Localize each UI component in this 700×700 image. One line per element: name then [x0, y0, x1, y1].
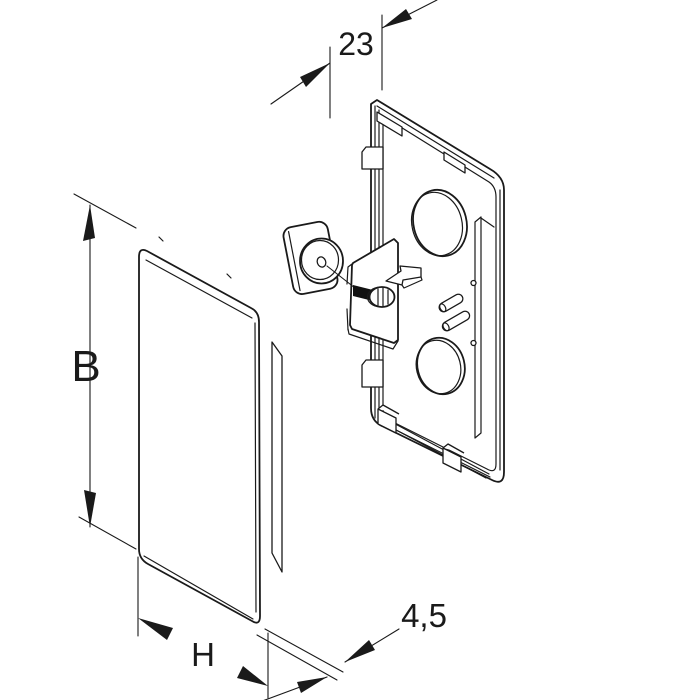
- cover-rear-flange: [271, 341, 283, 573]
- peg-lower: [441, 310, 471, 332]
- grommet: [282, 220, 344, 295]
- back-plate-outline: [370, 99, 505, 483]
- peg-upper: [438, 293, 464, 313]
- grommet-center-hole: [316, 256, 327, 268]
- side-clip-lower: [361, 359, 384, 388]
- arrowhead-icon: [345, 640, 375, 662]
- insertion-arrow-thickness: [401, 276, 423, 289]
- cover-right-rim: [254, 322, 257, 613]
- cover-bottom-rim: [143, 555, 254, 620]
- cover-edge-marks: [158, 236, 232, 279]
- side-clip-upper: [361, 146, 384, 170]
- bottom-clip-right: [442, 443, 465, 473]
- bracket-left-thickness: [346, 263, 353, 331]
- leader-line: [326, 265, 356, 289]
- arrowhead-icon: [83, 205, 95, 241]
- knockout-hole-lower: [415, 336, 466, 396]
- snap-tab-top-left: [376, 111, 403, 137]
- cover-plate: [138, 236, 283, 624]
- dim-label-depth: 23: [338, 26, 374, 62]
- rib-dot-upper: [470, 279, 477, 287]
- insertion-arrow-icon: [385, 265, 422, 286]
- bracket-bottom-thickness: [347, 328, 399, 350]
- arrowhead-icon: [297, 677, 327, 693]
- dimension-depth-23: 23: [270, 0, 438, 119]
- dimension-width-H: H: [137, 556, 269, 699]
- dim-label-thickness: 4,5: [401, 597, 447, 634]
- extension-line: [264, 628, 344, 673]
- arrowhead-icon: [84, 490, 96, 527]
- dimension-height-B: B: [71, 193, 137, 550]
- arrowhead-icon: [382, 9, 412, 28]
- cover-top-rim: [145, 259, 253, 319]
- back-plate-top-edge: [376, 105, 495, 179]
- bottom-rail: [377, 404, 490, 479]
- dimension-thickness-45: 4,5: [256, 597, 447, 700]
- cover-face: [138, 248, 261, 624]
- arrowhead-icon: [237, 666, 268, 686]
- arrowhead-icon: [300, 63, 330, 87]
- snap-tab-top-middle: [443, 151, 466, 174]
- knockout-hole-upper: [410, 188, 468, 258]
- rib-dot-lower: [470, 339, 477, 347]
- mounting-bracket: [326, 238, 423, 350]
- arrowhead-icon: [138, 618, 173, 640]
- extension-line: [78, 516, 137, 550]
- extension-line: [256, 634, 338, 681]
- back-plate: [361, 99, 505, 483]
- screw-head: [366, 286, 396, 308]
- dim-label-height: B: [71, 342, 100, 391]
- bottom-clip-left: [377, 404, 400, 434]
- dim-label-width: H: [191, 636, 215, 673]
- inner-rib: [470, 216, 495, 439]
- extension-line: [73, 193, 137, 229]
